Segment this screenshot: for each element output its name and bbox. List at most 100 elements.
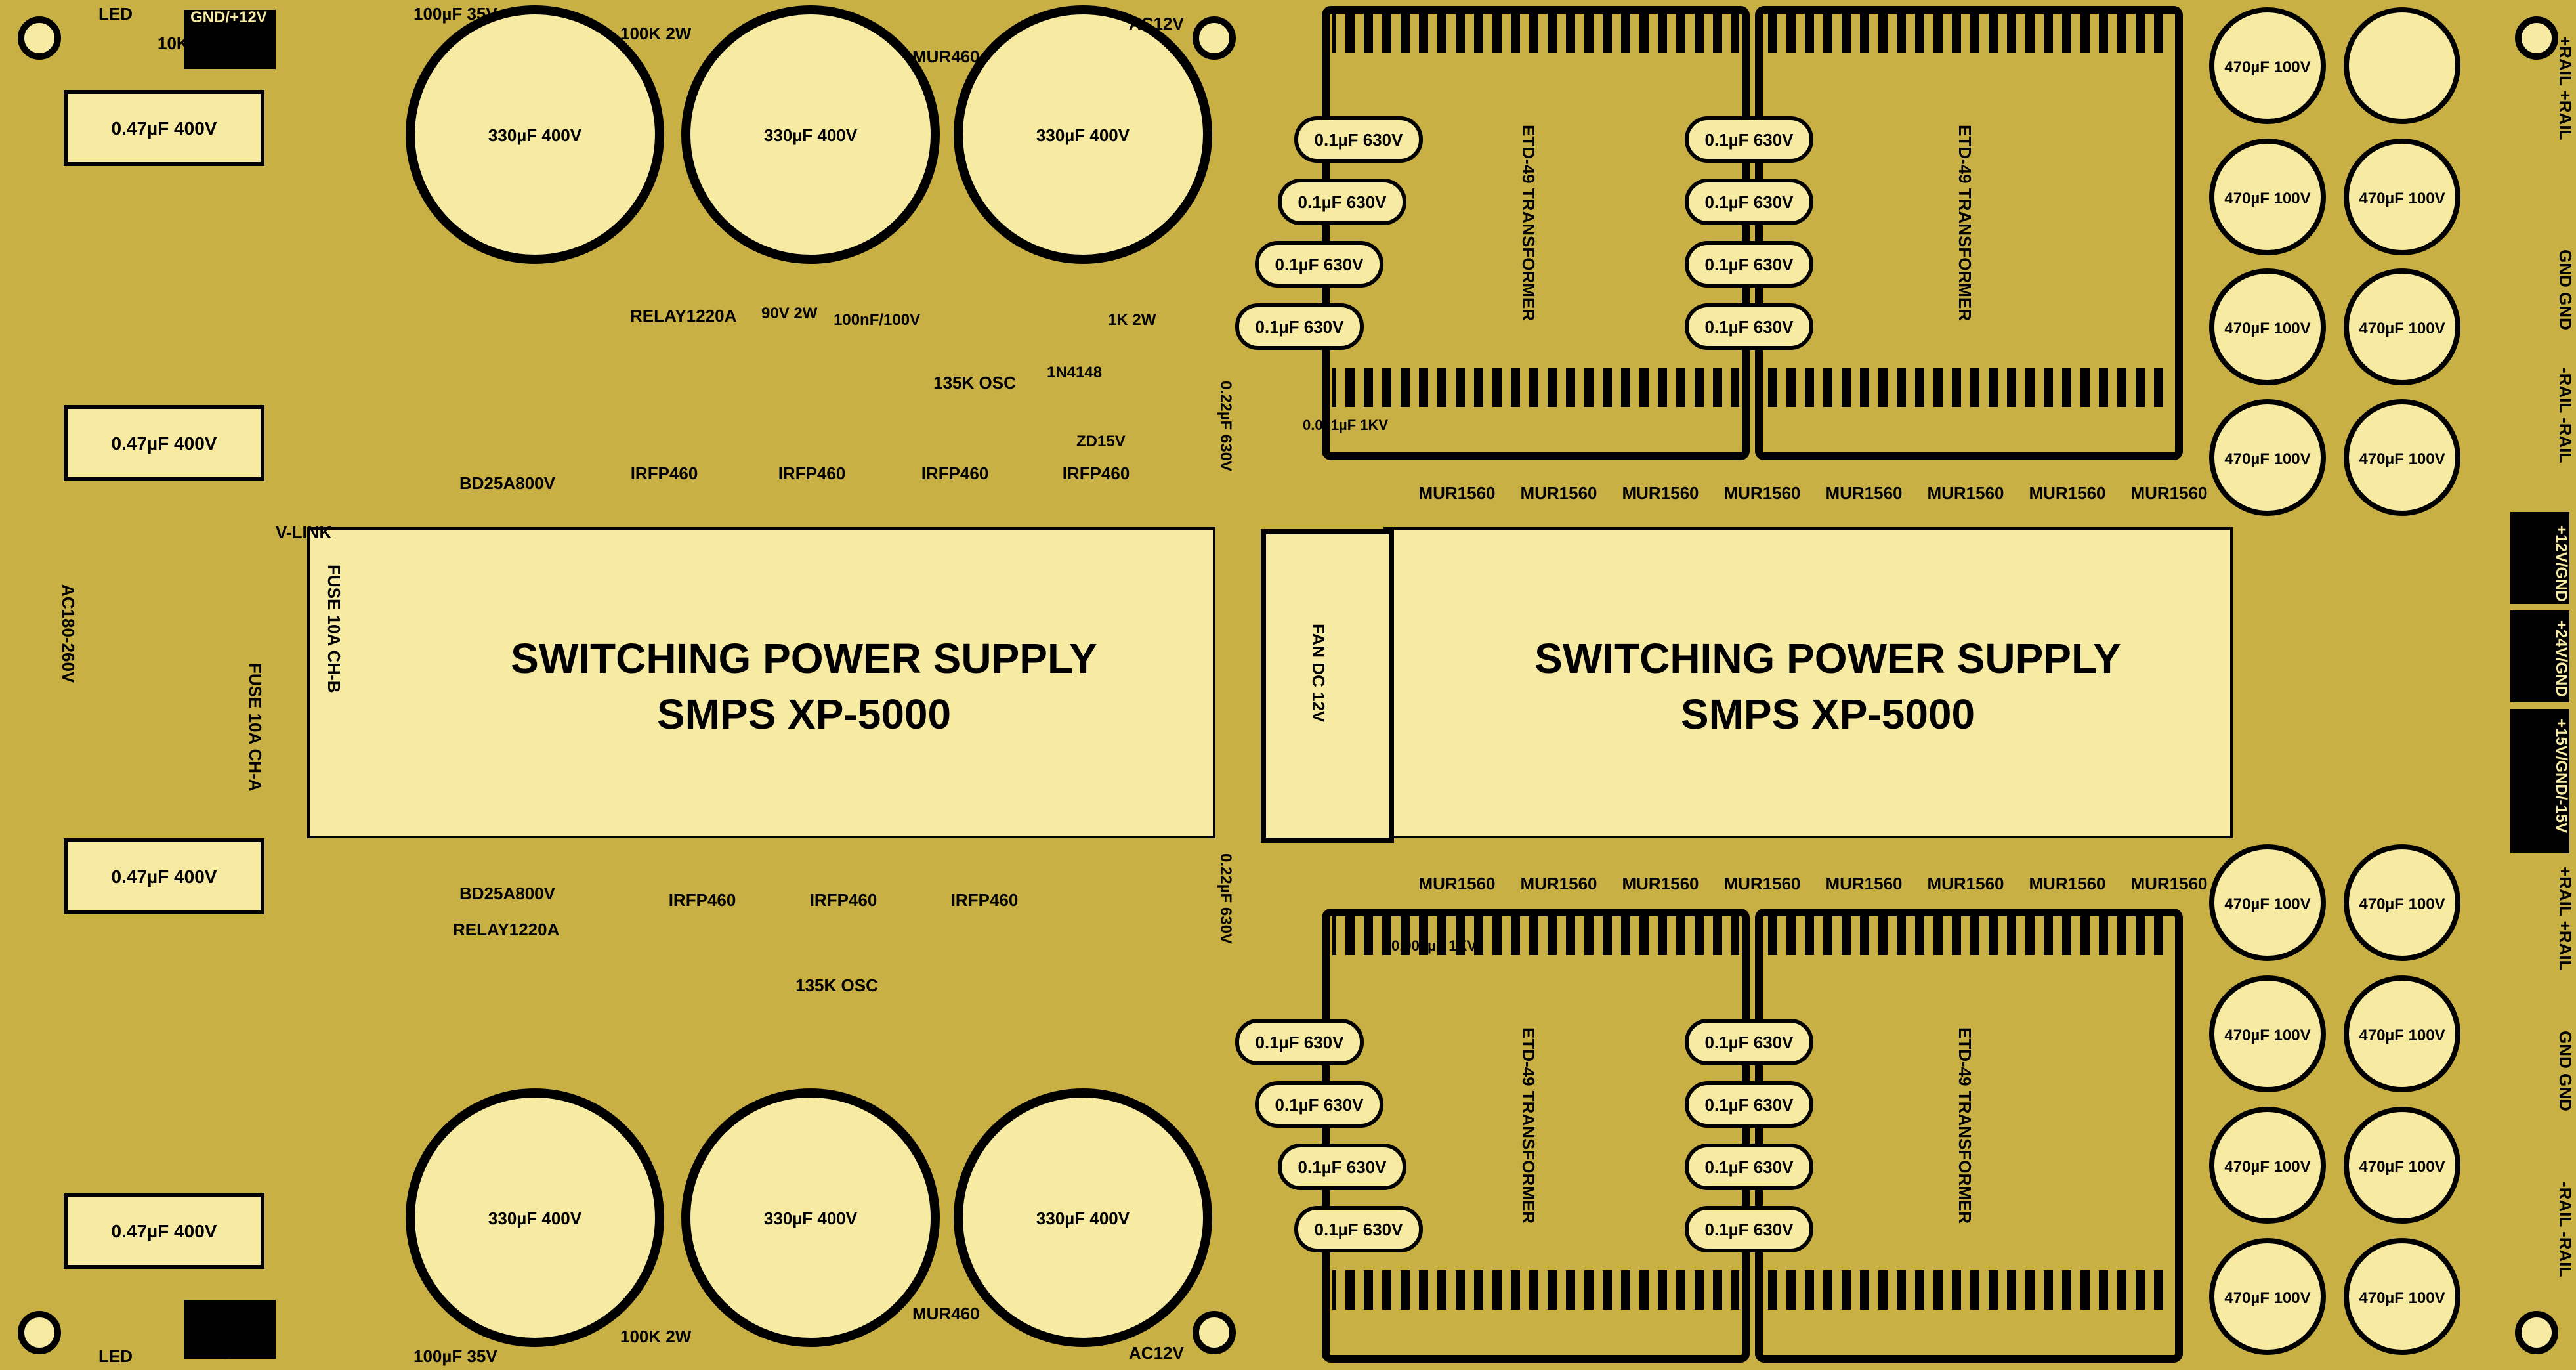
irfp-label-5: IRFP460: [669, 890, 736, 910]
irfp-label-4: IRFP460: [1063, 463, 1130, 483]
c01-label-4: 0.1µF 630V: [1256, 317, 1345, 337]
mur1560-label-7: MUR1560: [2029, 483, 2105, 503]
mur460-bottom-label: MUR460: [912, 1304, 980, 1323]
c470u-label-3: 470µF 100V: [2359, 190, 2445, 207]
etd-label-3: ETD-49 TRANSFORMER: [1519, 1027, 1538, 1224]
mur1560-label-10: MUR1560: [1520, 874, 1597, 893]
c01-label-3: 0.1µF 630V: [1275, 255, 1364, 274]
bd25-label-bottom: BD25A800V: [459, 884, 556, 903]
c470u-label-1: 470µF 100V: [2224, 58, 2310, 76]
mur1560-label-8: MUR1560: [2130, 483, 2207, 503]
led-label: LED: [98, 4, 133, 24]
cap330-label-2: 330µF 400V: [764, 125, 858, 145]
c01-label-13: 0.1µF 630V: [1705, 1033, 1794, 1052]
mur1560-label-6: MUR1560: [1927, 483, 2004, 503]
v90-label: 90V 2W: [761, 305, 818, 322]
film047-label-2: 0.47µF 400V: [112, 433, 217, 454]
c470u-label-2: 470µF 100V: [2224, 190, 2310, 207]
mur1560-label-14: MUR1560: [1927, 874, 2004, 893]
r100k-label: 100K 2W: [620, 24, 692, 43]
mur1560-label-2: MUR1560: [1520, 483, 1597, 503]
c01-label-9: 0.1µF 630V: [1256, 1033, 1345, 1052]
film047-label-4: 0.47µF 400V: [112, 1221, 217, 1241]
led-bottom-label: LED: [98, 1346, 133, 1366]
relay-label-top: RELAY1220A: [630, 306, 737, 326]
output-capacitors: [2209, 7, 2460, 1355]
output-connectors: [184, 10, 2569, 1359]
cap100u35-bottom-label: 100µF 35V: [413, 1346, 497, 1366]
board-model-top-left: SMPS XP-5000: [657, 691, 951, 738]
heatsink-areas: [307, 527, 2233, 838]
c01-label-1: 0.1µF 630V: [1315, 130, 1404, 150]
board-model-right: SMPS XP-5000: [1681, 691, 1975, 738]
rail-pos-label-bottom: +RAIL +RAIL: [2556, 867, 2575, 971]
irfp-label-1: IRFP460: [631, 463, 698, 483]
c470u-label-12: 470µF 100V: [2224, 1158, 2310, 1176]
mur1560-label-5: MUR1560: [1825, 483, 1902, 503]
mur1560-label-15: MUR1560: [2029, 874, 2105, 893]
film047-label-1: 0.47µF 400V: [112, 118, 217, 139]
irfp-label-7: IRFP460: [951, 890, 1019, 910]
cap330-label-4: 330µF 400V: [488, 1209, 582, 1228]
mur1560-label-1: MUR1560: [1418, 483, 1495, 503]
r10k-label: 10K: [158, 33, 189, 53]
r100k-bottom-label: 100K 2W: [620, 1327, 692, 1346]
c01-label-12: 0.1µF 630V: [1315, 1220, 1404, 1239]
rail-neg-label-top: -RAIL -RAIL: [2556, 368, 2575, 463]
c001-label-bottom: 0.001µF 1KV: [1391, 937, 1477, 954]
fuse-a-label: FUSE 10A CH-A: [245, 663, 265, 792]
rail-neg-label-bottom: -RAIL -RAIL: [2556, 1182, 2575, 1277]
transformers: [1322, 6, 2183, 1363]
mur1560-label-9: MUR1560: [1418, 874, 1495, 893]
c01-label-8: 0.1µF 630V: [1705, 317, 1794, 337]
c470u-label-15: 470µF 100V: [2359, 1289, 2445, 1307]
c01-label-6: 0.1µF 630V: [1705, 192, 1794, 212]
cap330-label-1: 330µF 400V: [488, 125, 582, 145]
vlink-label: V-LINK: [276, 523, 331, 542]
mur1560-label-11: MUR1560: [1622, 874, 1699, 893]
c01-label-14: 0.1µF 630V: [1705, 1095, 1794, 1115]
out24-label: +24V/GND: [2552, 620, 2570, 697]
c022-label-bottom: 0.22µF 630V: [1217, 853, 1235, 944]
c01-label-16: 0.1µF 630V: [1705, 1220, 1794, 1239]
c01-label-5: 0.1µF 630V: [1705, 130, 1794, 150]
irfp-label-6: IRFP460: [810, 890, 877, 910]
gnd-label-top: GND GND: [2556, 249, 2575, 330]
mur1560-label-3: MUR1560: [1622, 483, 1699, 503]
mur1560-label-13: MUR1560: [1825, 874, 1902, 893]
c100n-label: 100nF/100V: [834, 311, 920, 329]
cap330-label-5: 330µF 400V: [764, 1209, 858, 1228]
fan-outline: [1261, 529, 1394, 843]
transformer-pins: [1332, 13, 2172, 1310]
c01-label-10: 0.1µF 630V: [1275, 1095, 1364, 1115]
cap330-label-6: 330µF 400V: [1036, 1209, 1130, 1228]
out15-label: +15V/GND/-15V: [2552, 719, 2570, 833]
cap330-label-3: 330µF 400V: [1036, 125, 1130, 145]
c470u-label-13: 470µF 100V: [2359, 1158, 2445, 1176]
c470u-label-14: 470µF 100V: [2224, 1289, 2310, 1307]
r1k2w-label: 1K 2W: [1108, 311, 1156, 329]
c01-label-2: 0.1µF 630V: [1298, 192, 1387, 212]
c022-label-top: 0.22µF 630V: [1217, 381, 1235, 471]
mur1560-label-4: MUR1560: [1723, 483, 1800, 503]
etd-label-4: ETD-49 TRANSFORMER: [1955, 1027, 1975, 1224]
irfp-label-3: IRFP460: [921, 463, 989, 483]
ac180-label: AC180-260V: [58, 584, 78, 683]
relay-label-bottom: RELAY1220A: [453, 920, 560, 939]
zd15-label: ZD15V: [1076, 433, 1126, 450]
etd-label-1: ETD-49 TRANSFORMER: [1519, 125, 1538, 321]
in4148-label: 1N4148: [1047, 364, 1102, 381]
ac12-label: AC12V: [1129, 14, 1184, 33]
osc-label-bottom: 135K OSC: [795, 975, 878, 995]
film-capacitors: [64, 90, 264, 1269]
c470u-label-8: 470µF 100V: [2224, 895, 2310, 913]
osc-label-top: 135K OSC: [933, 373, 1016, 393]
irfp-label-2: IRFP460: [778, 463, 846, 483]
c01-label-15: 0.1µF 630V: [1705, 1157, 1794, 1177]
bd25-label-top: BD25A800V: [459, 473, 556, 493]
mur460-label: MUR460: [912, 47, 980, 66]
c470u-label-11: 470µF 100V: [2359, 1027, 2445, 1044]
etd-label-2: ETD-49 TRANSFORMER: [1955, 125, 1975, 321]
gnd12-label: GND/+12V: [190, 9, 267, 26]
